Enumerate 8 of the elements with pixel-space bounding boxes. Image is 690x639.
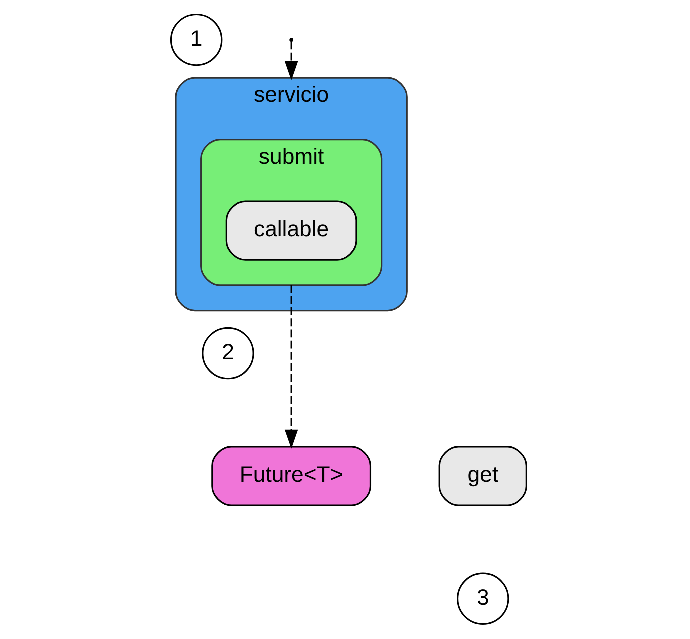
node-circle: 2	[202, 327, 254, 380]
node-box: get	[438, 446, 528, 506]
node-box: Future<T>	[212, 446, 372, 506]
node-box: callable	[226, 200, 358, 261]
node-circle: 3	[457, 572, 510, 626]
node-circle: 1	[170, 14, 223, 66]
arrow	[284, 285, 298, 449]
arrow	[284, 42, 298, 80]
